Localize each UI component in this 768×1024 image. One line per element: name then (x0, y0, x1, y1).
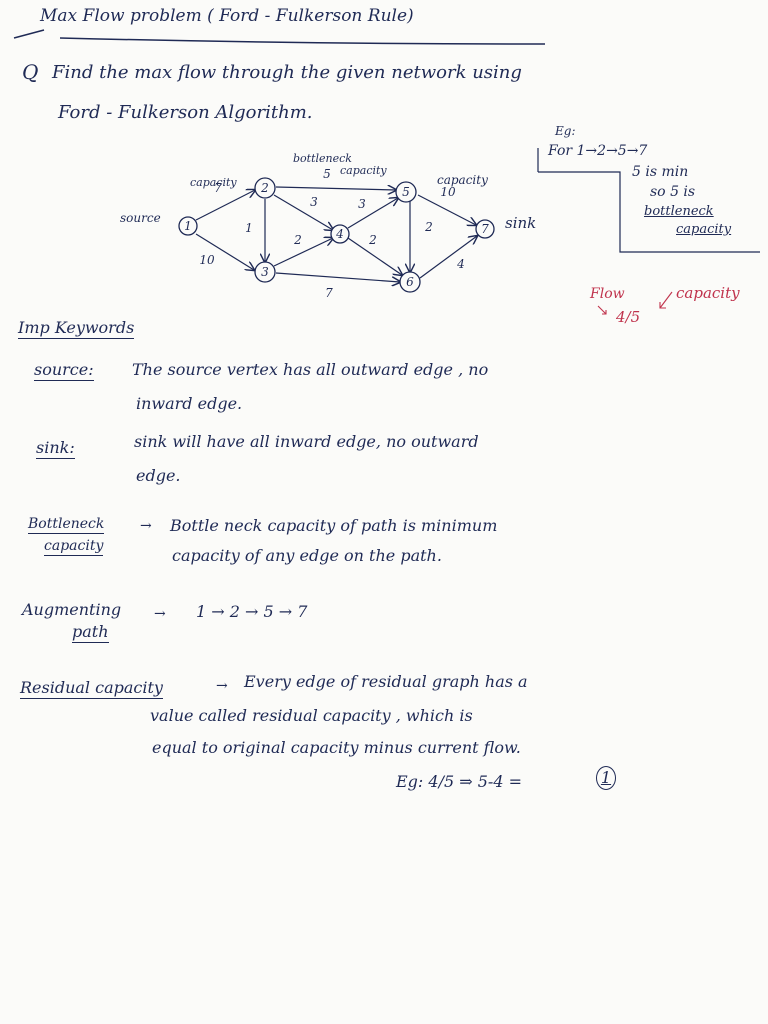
bottleneck-term-2: capacity (44, 538, 104, 556)
node-5-label: 5 (402, 185, 410, 199)
capacity-left-annotation: capacity (190, 176, 237, 189)
augmenting-term-1: Augmenting (22, 600, 122, 619)
edge-4-6 (347, 237, 402, 275)
edge-1-3-capacity: 10 (199, 253, 215, 267)
edge-1-3 (195, 233, 254, 270)
edge-4-5-capacity: 3 (358, 197, 366, 211)
edge-2-5 (275, 187, 396, 190)
bottleneck-capacity-annotation: capacity (340, 164, 387, 177)
flow-network-diagram: 1 2 3 4 5 6 7 7 10 5 1 3 2 7 3 2 2 10 4 … (120, 148, 760, 300)
augmenting-term-2: path (72, 622, 109, 643)
bottleneck-term-1: Bottleneck (28, 516, 105, 534)
node-1 (178, 216, 198, 236)
edge-4-6-capacity: 2 (368, 233, 377, 247)
sink-term: sink: (36, 438, 75, 459)
node-2-label: 2 (260, 181, 269, 195)
sink-definition-1: sink will have all inward edge, no outwa… (134, 432, 479, 451)
node-2 (254, 177, 276, 199)
node-4-label: 4 (335, 227, 344, 241)
edge-1-2 (195, 190, 255, 221)
residual-definition-3: equal to original capacity minus current… (152, 738, 521, 757)
node-6 (399, 271, 421, 293)
edge-5-6-capacity: 2 (424, 220, 433, 234)
source-definition-1: The source vertex has all outward edge ,… (132, 360, 489, 379)
bottleneck-arrow: → (140, 518, 152, 534)
node-6-label: 6 (406, 275, 414, 289)
page-title: Max Flow problem ( Ford - Fulkerson Rule… (40, 6, 414, 26)
node-7 (475, 219, 495, 239)
flow-note-value: 4/5 (616, 308, 641, 326)
residual-definition-1: Every edge of residual graph has a (244, 672, 528, 691)
example-box-bracket (537, 148, 760, 253)
node-3 (254, 261, 276, 283)
augmenting-definition: 1 → 2 → 5 → 7 (196, 602, 308, 621)
question-marker: Q (22, 60, 39, 84)
node-7-label: 7 (481, 222, 489, 236)
question-line-1: Find the max flow through the given netw… (52, 62, 522, 83)
edge-3-6 (275, 272, 400, 282)
flow-note-arrows (597, 291, 673, 315)
example-path: For 1→2→5→7 (548, 143, 648, 159)
example-line-1: 5 is min (632, 164, 689, 180)
example-line-4: capacity (676, 222, 732, 237)
edge-4-5 (347, 198, 398, 229)
question-line-2: Ford - Fulkerson Algorithm. (58, 102, 313, 123)
node-5 (395, 181, 417, 203)
residual-term: Residual capacity (20, 678, 163, 699)
sink-definition-2: edge. (136, 466, 181, 485)
edge-5-7 (417, 194, 476, 225)
source-term: source: (34, 360, 94, 381)
keywords-heading: Imp Keywords (18, 318, 135, 339)
example-eg: Eg: (555, 124, 576, 138)
edge-2-5-capacity: 5 (323, 167, 331, 181)
edge-3-6-capacity: 7 (325, 286, 333, 300)
example-line-3: bottleneck (644, 204, 714, 219)
edge-3-4 (273, 238, 333, 267)
source-annotation: source (120, 211, 161, 225)
source-definition-2: inward edge. (136, 394, 243, 413)
bottleneck-definition-2: capacity of any edge on the path. (172, 546, 442, 565)
node-3-label: 3 (261, 265, 269, 279)
sink-annotation: sink (505, 214, 536, 232)
augmenting-arrow: → (154, 606, 166, 622)
edge-2-4-capacity: 3 (310, 195, 318, 209)
title-underline (13, 29, 546, 45)
residual-definition-2: value called residual capacity , which i… (150, 706, 473, 725)
capacity-right-annotation: capacity (437, 173, 488, 187)
residual-example: Eg: 4/5 ⇒ 5-4 = (396, 772, 522, 791)
edge-2-3-capacity: 1 (245, 221, 253, 235)
example-line-2: so 5 is (650, 184, 696, 200)
edge-6-7-capacity: 4 (456, 257, 465, 271)
node-1-label: 1 (184, 219, 192, 233)
flow-note-flow: Flow (590, 286, 625, 302)
bottleneck-annotation: bottleneck (293, 152, 352, 165)
edge-5-7-capacity: 10 (440, 185, 456, 199)
bottleneck-definition-1: Bottle neck capacity of path is minimum (170, 516, 498, 535)
residual-result: 1 (596, 766, 616, 790)
edge-2-4 (273, 194, 333, 230)
edge-6-7 (419, 236, 477, 279)
flow-note-capacity: capacity (676, 284, 740, 302)
residual-arrow: → (216, 678, 228, 694)
edge-1-2-capacity: 7 (214, 181, 222, 195)
edge-3-4-capacity: 2 (293, 233, 302, 247)
node-4 (330, 224, 350, 244)
